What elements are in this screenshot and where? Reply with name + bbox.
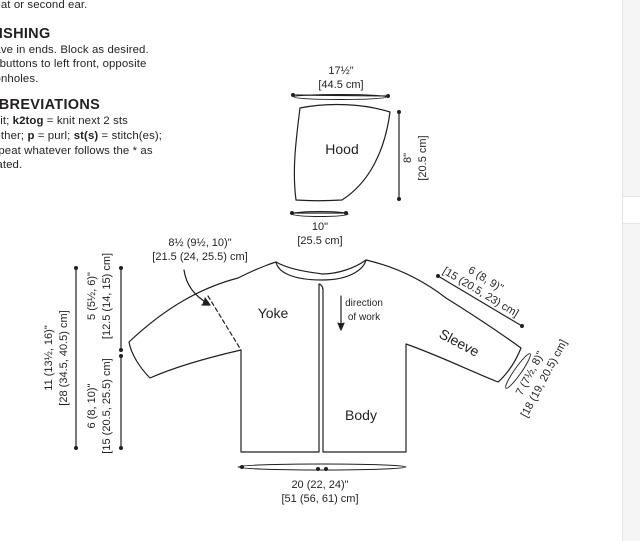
body-label: Body (345, 407, 377, 423)
finishing-line: ttonholes. (0, 72, 39, 85)
armhole-label: 8½ (9½, 10)" (168, 237, 231, 249)
dim-dot (74, 266, 78, 270)
hood-width-bottom-label: 10" (312, 221, 328, 233)
instructions-column: peat or second ear. NISHING eave in ends… (0, 0, 203, 173)
dimension-dots (74, 93, 524, 471)
abbr-text: = purl; (34, 129, 74, 142)
dim-dot (119, 266, 123, 270)
dim-dot (291, 93, 295, 97)
page-gutter (623, 196, 640, 224)
finishing-heading: NISHING (0, 25, 51, 42)
abbr-term-k2tog: k2tog (12, 115, 44, 128)
hood-height-label: 8" (402, 153, 414, 163)
hood-width-bottom-ellipse (291, 211, 349, 217)
armhole-pointer-head (201, 297, 211, 306)
total-length-cm-label: [28 (34.5, 40.5) cm] (58, 310, 70, 405)
abbreviation-line: icated. (0, 159, 23, 172)
yoke-depth-label: 5 (5½, 6)" (86, 272, 98, 320)
abbr-text: = stitch(es); (98, 129, 163, 142)
adjacent-page-edge (622, 0, 640, 541)
finishing-line: w buttons to left front, opposite (0, 58, 147, 71)
dim-dot (119, 348, 123, 352)
sleeve-length-line (437, 275, 523, 327)
direction-label: of work (348, 312, 381, 323)
finishing-line: eave in ends. Block as desired. (0, 43, 149, 56)
hood-label: Hood (325, 141, 358, 157)
dim-dot (397, 110, 401, 114)
abbr-term-p: p (27, 129, 35, 142)
hood-width-top-ellipse (293, 94, 387, 100)
abbr-text: = knit next 2 sts (43, 115, 128, 128)
armhole-cm-label: [21.5 (24, 25.5) cm] (152, 251, 247, 263)
body-length-label: 6 (8, 10)" (86, 383, 98, 428)
dim-dot (397, 197, 401, 201)
abbr-term-sts: st(s) (73, 129, 99, 142)
abbr-text: knit; (0, 115, 10, 128)
dim-dot (344, 211, 348, 215)
chest-ellipse (237, 463, 407, 471)
raglan-dashed-seam (207, 295, 242, 351)
cuff-ellipse (505, 353, 531, 389)
chest-cm-label: [51 (56, 61) cm] (281, 493, 358, 505)
hood-width-top-label: 17½" (328, 65, 353, 77)
abbreviations-heading: BBREVIATIONS (0, 97, 101, 114)
body-length-cm-label: [15 (20.5, 25.5) cm] (101, 358, 113, 453)
yoke-depth-cm-label: [12.5 (14, 15) cm] (101, 253, 113, 339)
abbr-text: gether; (0, 129, 25, 142)
abbreviation-line: gether; p = purl; st(s) = stitch(es); (0, 129, 203, 144)
dim-dot (436, 274, 440, 278)
hood-outline (293, 103, 391, 202)
dim-dot (324, 467, 328, 471)
direction-arrow-head (337, 322, 345, 331)
hood-width-bottom-cm-label: [25.5 cm] (297, 235, 342, 247)
dim-dot (74, 446, 78, 450)
dim-dot (119, 446, 123, 450)
dim-dot (290, 211, 294, 215)
direction-label: direction (345, 298, 383, 309)
dim-dot (240, 465, 244, 469)
sweater-outline (128, 259, 522, 453)
yoke-label: Yoke (258, 305, 289, 321)
dim-dot (119, 354, 123, 358)
abbreviation-line: repeat whatever follows the * as (0, 144, 153, 157)
dim-dot (386, 94, 390, 98)
neckline (275, 259, 367, 275)
sleeve-label: Sleeve (437, 325, 482, 359)
hood-height-cm-label: [20.5 cm] (417, 135, 429, 180)
chest-label: 20 (22, 24)" (291, 479, 348, 491)
dim-dot (316, 467, 320, 471)
total-length-label: 11 (13½, 16)" (43, 325, 55, 391)
dim-dot (520, 324, 524, 328)
abbreviation-line: knit; k2tog = knit next 2 sts (0, 114, 203, 129)
instruction-fragment: peat or second ear. (0, 0, 88, 11)
hood-width-top-cm-label: [44.5 cm] (318, 79, 363, 91)
